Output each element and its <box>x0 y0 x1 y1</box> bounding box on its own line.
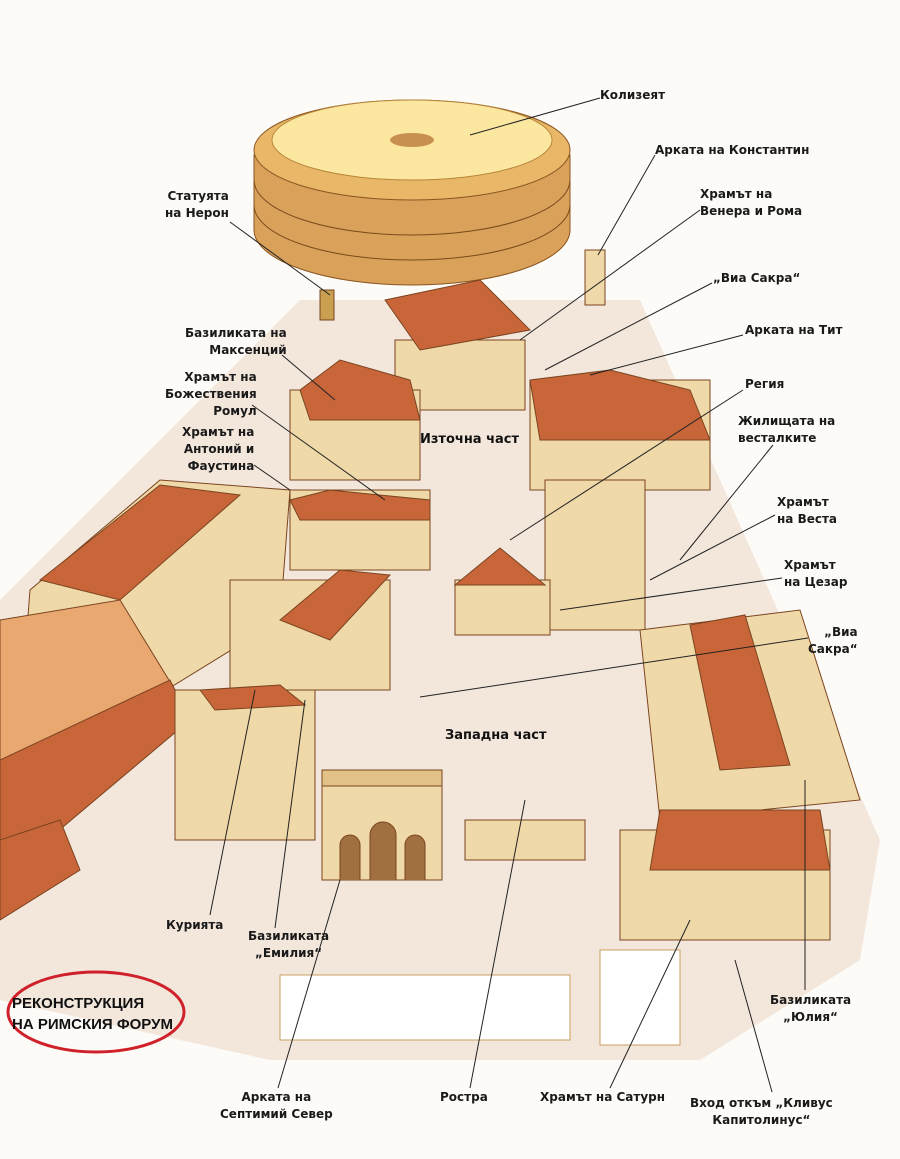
label-line: Капитолинус“ <box>712 1113 811 1127</box>
label-line: Курията <box>166 918 224 932</box>
label-basilica-julia: Базиликата „Юлия“ <box>770 992 851 1026</box>
label-arch-titus: Арката на Тит <box>745 322 842 339</box>
label-line: на Веста <box>777 512 838 526</box>
label-line: Храмът на Сатурн <box>540 1090 666 1104</box>
label-line: Септимий Север <box>220 1107 333 1121</box>
title-highlight-circle <box>6 970 186 1054</box>
zone-east: Източна част <box>420 432 520 447</box>
label-line: Венера и Рома <box>700 204 803 218</box>
label-line: Базиликата <box>770 993 852 1007</box>
label-line: Вход откъм „Кливус <box>690 1096 833 1110</box>
title-line: НА РИМСКИЯ ФОРУМ <box>12 1016 173 1033</box>
label-basilica-aemilia: Базиликата „Емилия“ <box>248 928 329 962</box>
label-arch-constantine: Арката на Константин <box>655 142 809 159</box>
label-regia: Регия <box>745 376 784 393</box>
colosseum-drawing <box>253 99 571 286</box>
label-rostra: Ростра <box>440 1089 488 1106</box>
label-line: Сакра“ <box>808 642 858 656</box>
label-house-vestals: Жилищата на весталките <box>738 413 835 447</box>
label-line: „Емилия“ <box>255 946 323 960</box>
label-line: Антоний и <box>183 442 255 456</box>
label-line: Максенций <box>209 343 287 357</box>
label-line: Храмът <box>784 558 836 572</box>
label-temple-caesar: Храмът на Цезар <box>784 557 848 591</box>
label-line: весталките <box>738 431 817 445</box>
label-temple-antoninus: Храмът на Антоний и Фаустина <box>182 424 254 475</box>
label-line: на Нерон <box>165 206 229 220</box>
label-line: Храмът на <box>182 425 255 439</box>
label-line: „Виа <box>824 625 858 639</box>
label-line: Базиликата на <box>185 326 287 340</box>
label-line: Храмът <box>777 495 829 509</box>
label-arch-severus: Арката на Септимий Север <box>220 1089 333 1123</box>
label-line: „Виа Сакра“ <box>713 271 801 285</box>
label-line: „Юлия“ <box>783 1010 838 1024</box>
label-basilica-maxentius: Базиликата на Максенций <box>185 325 287 359</box>
label-line: на Цезар <box>784 575 848 589</box>
label-colosseum: Колизеят <box>600 87 665 104</box>
label-line: Божествения <box>165 387 257 401</box>
label-temple-saturn: Храмът на Сатурн <box>540 1089 665 1106</box>
title-line: РЕКОНСТРУКЦИЯ <box>12 995 145 1012</box>
label-line: Базиликата <box>248 929 330 943</box>
label-line: Жилищата на <box>738 414 836 428</box>
label-curia: Курията <box>166 917 223 934</box>
label-line: Ростра <box>440 1090 488 1104</box>
label-temple-venus-roma: Храмът на Венера и Рома <box>700 186 802 220</box>
label-line: Храмът на <box>700 187 773 201</box>
label-line: Фаустина <box>187 459 255 473</box>
label-line: Колизеят <box>600 88 666 102</box>
label-line: Регия <box>745 377 785 391</box>
label-statue-nero: Статуята на Нерон <box>165 188 229 222</box>
leader-lines <box>209 97 809 1093</box>
reconstruction-title: РЕКОНСТРУКЦИЯ НА РИМСКИЯ ФОРУМ <box>12 993 173 1035</box>
label-via-sacra-1: „Виа Сакра“ <box>713 270 800 287</box>
label-line: Статуята <box>167 189 229 203</box>
label-line: Ромул <box>213 404 257 418</box>
label-line: Храмът на <box>184 370 257 384</box>
label-line: Арката на Константин <box>655 143 810 157</box>
zone-west: Западна част <box>445 728 547 743</box>
label-line: Арката на <box>241 1090 312 1104</box>
label-line: Арката на Тит <box>745 323 843 337</box>
label-temple-vesta: Храмът на Веста <box>777 494 837 528</box>
